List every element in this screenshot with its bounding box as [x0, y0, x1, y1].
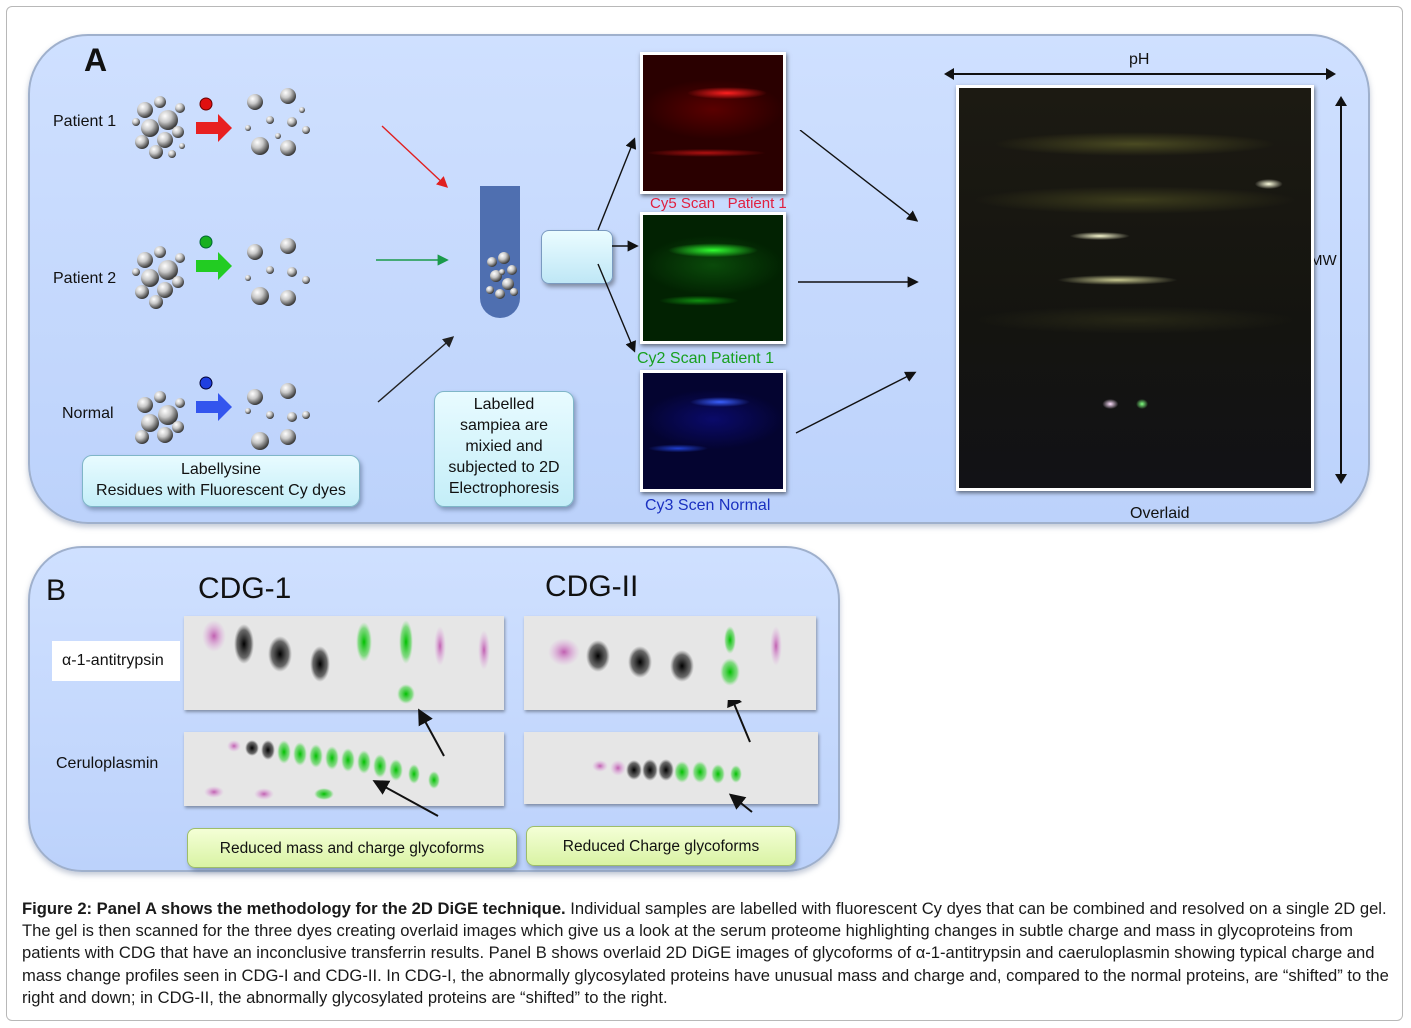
figure-frame: [6, 6, 1403, 1021]
cy5-scan-label: Cy5 Scan Patient 1: [650, 195, 787, 212]
cdg2-antitrypsin-gel: [524, 616, 816, 710]
cy3-scan-label: Cy3 Scen Normal: [645, 497, 771, 514]
electrophoresis-callout-line: sampiea are: [459, 417, 549, 434]
mw-axis-arrow: [1335, 96, 1347, 484]
ceruloplasmin-band-train: [204, 740, 440, 800]
scan-flow-arrows: [597, 130, 919, 353]
cdg1-ceruloplasmin-gel: [184, 732, 504, 806]
cy5-scan-label-text: Cy5 Scan: [650, 195, 716, 212]
electrophoresis-callout-line: Electrophoresis: [448, 480, 560, 497]
caption-title: Figure 2: Panel A shows the methodology …: [22, 899, 566, 918]
mixing-tube: [480, 186, 520, 318]
cy5-scan-image: [640, 52, 786, 194]
cy2-scan-label: Cy2 Scan Patient 1: [637, 350, 774, 367]
panel-b-letter: B: [46, 574, 67, 607]
cdg1-antitrypsin-gel: [184, 616, 504, 710]
electrophoresis-callout: Labelled sampiea are mixied and subjecte…: [434, 391, 574, 507]
panel-a-letter: A: [84, 42, 108, 78]
electrophoresis-callout-line: mixied and: [465, 438, 543, 455]
cdg-1-title: CDG-1: [198, 572, 292, 605]
black-flow-arrow: [377, 336, 455, 403]
cdg2-note: Reduced Charge glycoforms: [526, 826, 796, 866]
overlaid-label: Overlaid: [1130, 505, 1190, 522]
red-flow-arrow: [381, 125, 449, 188]
cdg-2-title: CDG-II: [545, 570, 639, 603]
ceruloplasmin-row-label: Ceruloplasmin: [56, 755, 159, 772]
labelling-callout-line-2: Residues with Fluorescent Cy dyes: [96, 482, 346, 499]
cdg2-ceruloplasmin-gel: [524, 732, 818, 804]
electrophoresis-callout-line: Labelled: [473, 396, 535, 413]
cy3-scan-image: [640, 370, 786, 492]
electrophoresis-callout-line: subjected to 2D: [448, 459, 560, 476]
green-arrow-icon: [196, 252, 232, 280]
blue-arrow-icon: [196, 393, 232, 421]
cy5-dye-icon: [199, 97, 213, 111]
row-label-patient-1: Patient 1: [53, 113, 117, 130]
row-label-normal: Normal: [62, 405, 114, 422]
labelling-callout: Labellysine Residues with Fluorescent Cy…: [82, 455, 360, 507]
scan-flow-arrow-bottom: [795, 371, 917, 434]
labelling-illustration: [132, 88, 310, 450]
cy2-scan-image: [640, 212, 786, 344]
labelling-callout-line-1: Labellysine: [180, 461, 262, 478]
overlaid-gel-image: [956, 85, 1314, 491]
cy3-dye-icon: [199, 376, 213, 390]
labelled-protein-cluster: [245, 88, 310, 156]
protein-cluster: [132, 96, 185, 159]
mw-axis-label: MW: [1310, 252, 1337, 269]
shift-arrows: [372, 700, 753, 817]
cy5-scan-patient: Patient 1: [727, 195, 787, 212]
row-label-patient-2: Patient 2: [53, 270, 117, 287]
cy2-dye-icon: [199, 235, 213, 249]
flow-arrows-to-tube: [376, 125, 455, 403]
antitrypsin-row-label: α-1-antitrypsin: [62, 652, 164, 669]
red-arrow-icon: [196, 114, 232, 142]
ph-axis-label: pH: [1129, 51, 1150, 68]
ph-axis-arrow: [944, 68, 1336, 80]
scanner-box: [541, 230, 613, 284]
figure-caption: Figure 2: Panel A shows the methodology …: [22, 898, 1390, 1009]
caption-body: Individual samples are labelled with flu…: [22, 899, 1389, 1007]
cdg1-note: Reduced mass and charge glycoforms: [187, 828, 517, 868]
antitrypsin-label-box: [52, 641, 180, 681]
